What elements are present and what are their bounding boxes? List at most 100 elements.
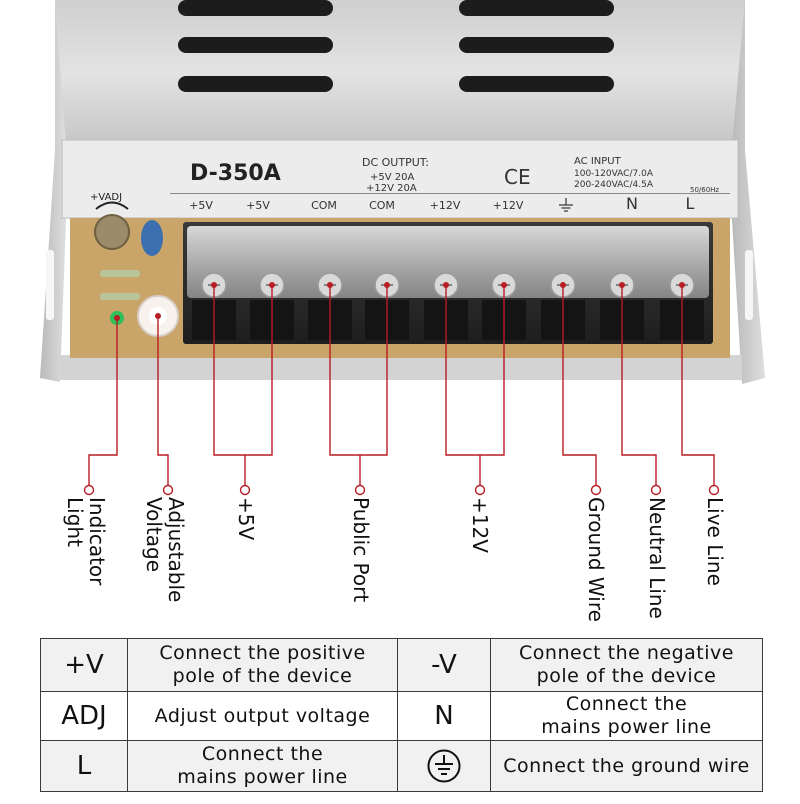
ac-input-line2: 200-240VAC/4.5A — [574, 180, 654, 190]
terminal-pin-dot — [114, 315, 120, 321]
leader-end-dot — [83, 484, 95, 496]
leader-end-dot — [650, 484, 662, 496]
vent-slot — [178, 37, 333, 53]
legend-description: Connect the mains power line — [127, 740, 398, 792]
housing-top — [55, 0, 745, 145]
terminal-pin-dot — [327, 282, 333, 288]
terminal-plate-label: COM — [369, 199, 395, 212]
leader-ground-wire — [562, 285, 597, 486]
ground-symbol-icon — [427, 749, 461, 783]
terminal-plate-labels: +5V +5V COM COM +12V +12V N L — [189, 194, 694, 213]
terminal-plate-label: +12V — [430, 199, 461, 212]
ce-mark: CE — [504, 165, 531, 189]
legend-symbol: L — [40, 740, 128, 792]
legend-row: +V Connect the positive pole of the devi… — [40, 638, 763, 692]
vent-slot — [459, 0, 614, 16]
legend-desc-line: Connect the ground wire — [503, 754, 750, 777]
leader-end-dot — [590, 484, 602, 496]
resistor — [100, 293, 140, 300]
legend-symbol: +V — [40, 638, 128, 692]
dc-output-heading: DC OUTPUT: — [362, 156, 429, 169]
vadj-label: +VADJ — [90, 192, 122, 203]
legend-desc-line: Adjust output voltage — [154, 704, 371, 727]
legend-description: Connect the negative pole of the device — [490, 638, 763, 692]
terminal-cover — [187, 226, 709, 298]
legend-desc-line: Connect the — [565, 693, 688, 715]
legend-description: Connect the positive pole of the device — [127, 638, 398, 692]
terminal-pin-dot — [619, 282, 625, 288]
leader-plus-5v — [213, 285, 273, 456]
callout-line: Adjustable — [164, 497, 188, 603]
leader-end-dot — [239, 484, 251, 496]
callout-ground-wire: Ground Wire — [584, 497, 608, 622]
left-wall-slot — [46, 250, 54, 320]
callout-line: Ground Wire — [584, 497, 608, 622]
terminal-plate-label: L — [686, 194, 695, 213]
vent-slot — [459, 76, 614, 92]
legend-desc-line: Connect the positive — [159, 642, 366, 664]
legend-desc-line: pole of the device — [536, 665, 717, 687]
legend-description: Connect the ground wire — [490, 740, 763, 792]
right-wall-slot — [745, 250, 753, 320]
leader-live-line — [681, 285, 715, 486]
vent-slots — [178, 0, 614, 92]
terminal-pin-dot — [501, 282, 507, 288]
leader-end-dot — [708, 484, 720, 496]
dc-output-line1: +5V 20A — [370, 172, 414, 183]
callout-plus-12v: +12V — [468, 497, 492, 553]
dc-output-line2: +12V 20A — [366, 183, 417, 194]
callout-line: Neutral Line — [645, 497, 669, 619]
callout-neutral-line: Neutral Line — [645, 497, 669, 619]
leader-plus-12v — [445, 285, 505, 456]
terminal-plate-label: COM — [311, 199, 337, 212]
label-plate-divider — [170, 193, 730, 194]
callout-plus-5v: +5V — [234, 497, 258, 541]
plate-ground-icon — [559, 198, 573, 212]
leader-end-dot — [162, 484, 174, 496]
terminal-pin-dot — [443, 282, 449, 288]
legend-desc-line: Connect the — [201, 743, 324, 765]
leader-public-port — [329, 285, 388, 456]
legend-symbol: ADJ — [40, 691, 128, 741]
callout-indicator-light: Indicator Light — [63, 497, 109, 585]
callout-line: Live Line — [703, 497, 727, 586]
callout-live-line: Live Line — [703, 497, 727, 586]
legend-symbol-ground — [397, 740, 491, 792]
legend-desc-line: pole of the device — [172, 665, 353, 687]
leader-neutral-line — [621, 285, 657, 486]
callout-line: +5V — [234, 497, 258, 541]
terminal-plate-label: +5V — [246, 199, 270, 212]
terminal-pin-dot — [155, 313, 161, 319]
legend-desc-line: mains power line — [177, 766, 348, 788]
housing-right-wall — [732, 0, 765, 384]
terminal-plate-label: +12V — [493, 199, 524, 212]
legend-row: ADJ Adjust output voltage N Connect the … — [40, 691, 763, 741]
legend-description: Connect the mains power line — [490, 691, 763, 741]
legend-desc-line: mains power line — [541, 716, 712, 738]
legend-symbol: -V — [397, 638, 491, 692]
terminal-plate-label: N — [626, 194, 638, 213]
legend-description: Adjust output voltage — [127, 691, 398, 741]
terminal-pin-dot — [560, 282, 566, 288]
model-label: D-350A — [190, 161, 281, 186]
legend-row: L Connect the mains power line Connect t… — [40, 740, 763, 792]
callout-line: Voltage — [142, 497, 166, 573]
housing-bottom-lip — [60, 355, 742, 380]
blue-capacitor — [141, 220, 163, 256]
vadj-arrow — [95, 201, 129, 210]
vent-slot — [178, 0, 333, 16]
legend-desc-line: Connect the negative — [519, 642, 734, 664]
vent-slot — [459, 37, 614, 53]
ac-input-freq: 50/60Hz — [690, 186, 719, 194]
callout-public-port: Public Port — [349, 497, 373, 602]
terminal-pin-dot — [211, 282, 217, 288]
adjust-pot — [94, 214, 130, 250]
terminal-plate-label: +5V — [189, 199, 213, 212]
terminal-pin-dot — [679, 282, 685, 288]
callout-leaders — [83, 282, 720, 496]
leader-indicator-light — [88, 318, 118, 486]
leader-adjustable-voltage — [157, 316, 169, 486]
ac-input-line1: 100-120VAC/7.0A — [574, 169, 654, 179]
